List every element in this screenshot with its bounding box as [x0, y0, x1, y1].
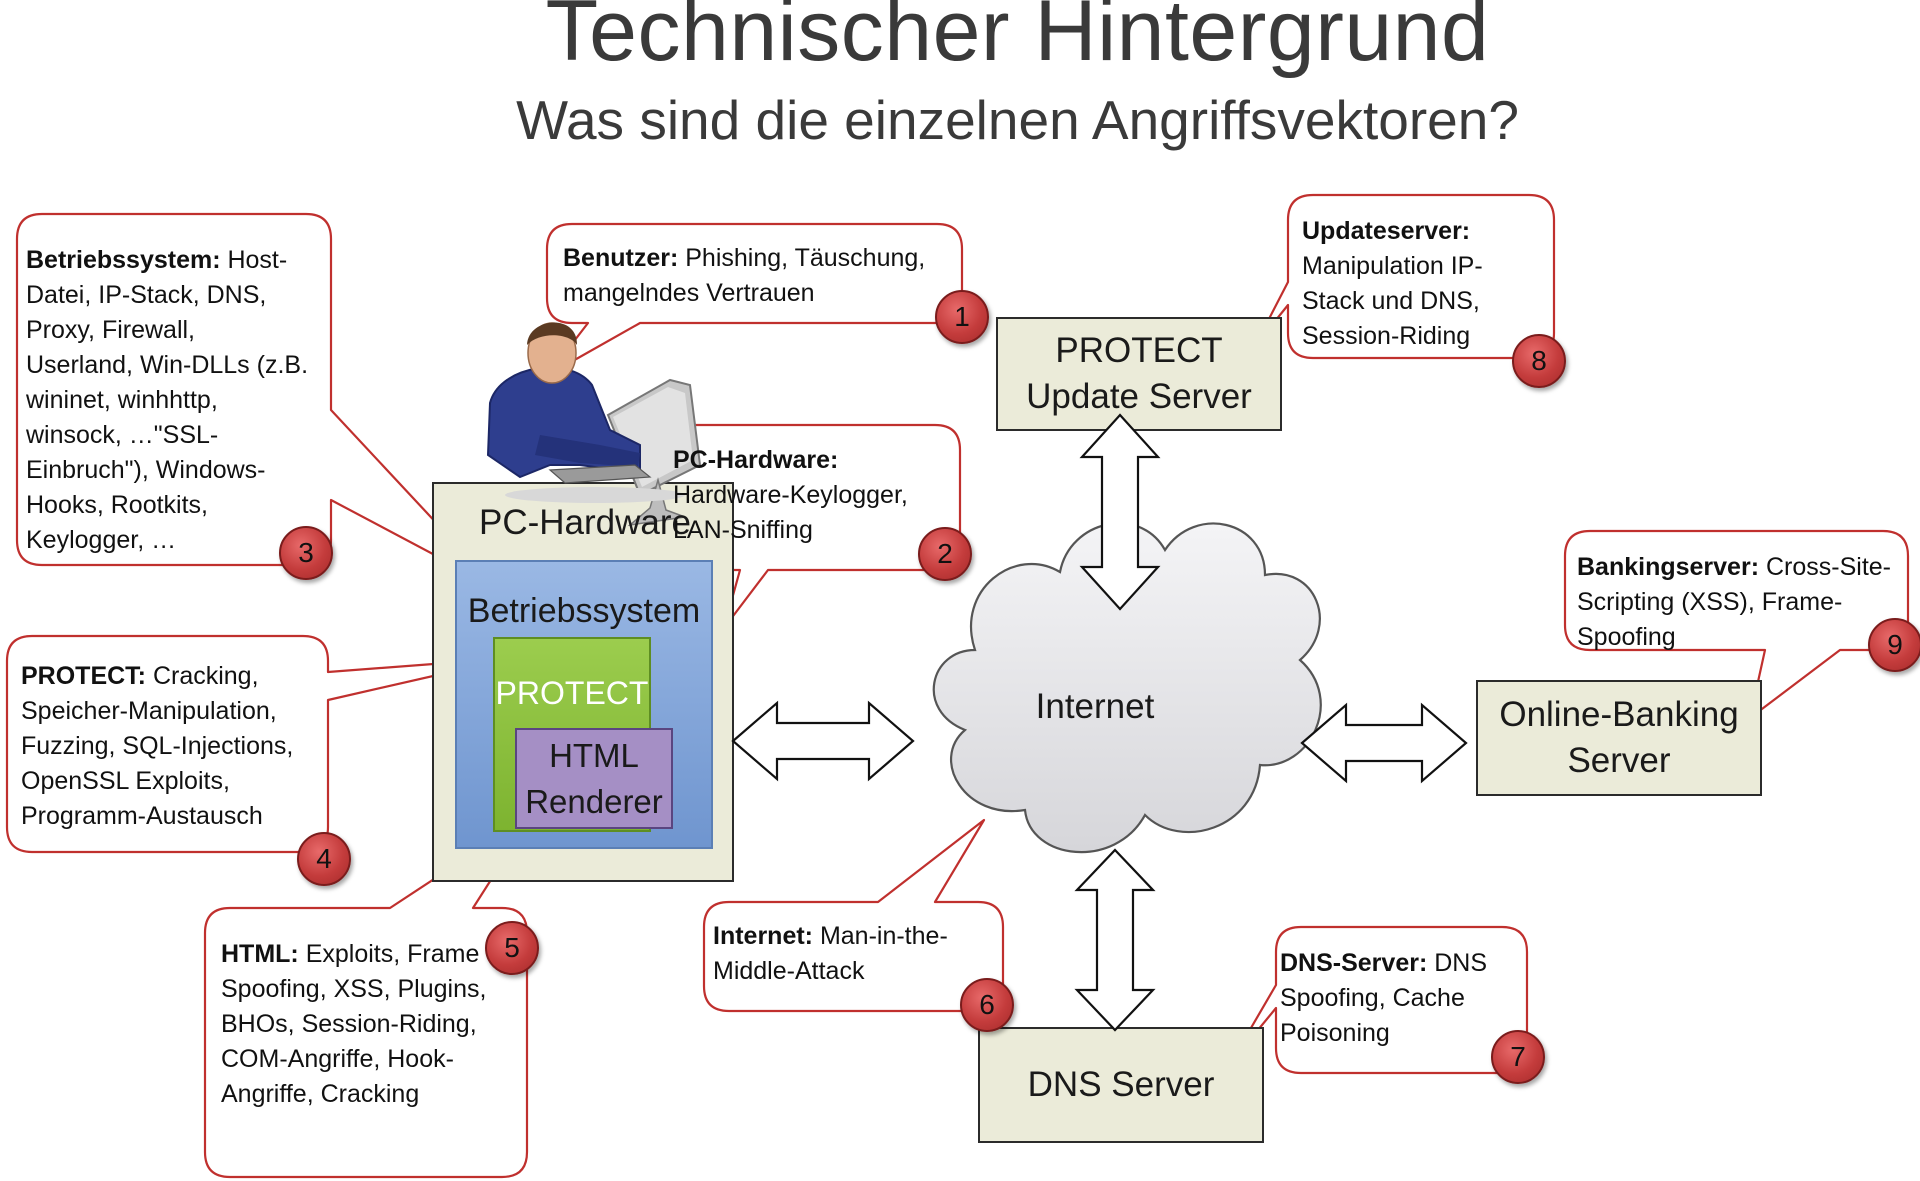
callout-line-7-3: Poisoning — [1280, 1019, 1390, 1047]
betriebssystem-label: Betriebssystem — [467, 591, 701, 630]
callout-line-8-3: Stack und DNS, — [1302, 287, 1480, 315]
callout-line-9-1: Cross-Site- — [1759, 553, 1891, 581]
callout-line-5-4: COM-Angriffe, Hook- — [221, 1045, 454, 1073]
callout-title-2: PC-Hardware: — [673, 446, 839, 474]
callout-balloon-1 — [545, 222, 964, 377]
callout-title-7: DNS-Server: — [1280, 949, 1428, 977]
callout-line-2-3: LAN-Sniffing — [673, 516, 813, 544]
html-renderer-label: HTML Renderer — [516, 731, 672, 827]
user-at-computer-icon — [486, 322, 702, 527]
connector-arrows — [731, 413, 1468, 1032]
page-title: Technischer Hintergrund — [545, 0, 1490, 79]
callout-badge-6: 6 — [960, 978, 1014, 1032]
callout-line-8-4: Session-Riding — [1302, 322, 1471, 350]
callout-balloon-7 — [1228, 925, 1529, 1075]
callout-line-2-2: Hardware-Keylogger, — [673, 481, 908, 509]
callout-line-8-2: Manipulation IP- — [1302, 252, 1483, 280]
callout-balloon-5 — [203, 812, 535, 1179]
callout-text-3: Betriebssystem: Host- Datei, IP-Stack, D… — [26, 243, 336, 558]
arrow-internet-dns — [1074, 848, 1156, 1032]
callout-title-6: Internet: — [713, 922, 813, 950]
callout-text-5: HTML: Exploits, Frame Spoofing, XSS, Plu… — [221, 937, 521, 1112]
callout-line-9-2: Scripting (XSS), Frame- — [1577, 588, 1843, 616]
protect-label: PROTECT — [495, 674, 649, 711]
callout-line-7-1: DNS — [1427, 949, 1488, 977]
page-subtitle: Was sind die einzelnen Angriffsvektoren? — [516, 89, 1519, 151]
callout-badge-2: 2 — [918, 527, 972, 581]
callout-line-4-5: Programm-Austausch — [21, 802, 263, 830]
html-renderer-box — [515, 728, 673, 829]
update-server-box — [996, 317, 1282, 431]
callout-badge-8: 8 — [1512, 334, 1566, 388]
pc-hardware-label: PC-Hardware — [479, 502, 691, 542]
callout-badge-9: 9 — [1868, 618, 1920, 672]
callout-title-8: Updateserver: — [1302, 217, 1471, 245]
banking-server-line2: Server — [1567, 741, 1671, 780]
callout-line-5-5: Angriffe, Cracking — [221, 1080, 420, 1108]
update-server-line1: PROTECT — [1055, 331, 1223, 370]
dns-server-box — [978, 1027, 1264, 1143]
callout-title-1: Benutzer: — [563, 244, 679, 272]
callout-line-5-2: Spoofing, XSS, Plugins, — [221, 975, 487, 1003]
callout-line-6-1: Man-in-the- — [813, 922, 948, 950]
callout-line-3-3: Proxy, Firewall, — [26, 316, 196, 344]
callout-line-3-7: Einbruch"), Windows- — [26, 456, 266, 484]
arrow-update-internet — [1079, 413, 1161, 611]
callout-line-1-2: mangelndes Vertrauen — [563, 279, 815, 307]
callout-text-6: Internet: Man-in-the- Middle-Attack — [713, 919, 1003, 989]
callout-line-1-1: Phishing, Täuschung, — [678, 244, 926, 272]
callout-line-3-9: Keylogger, … — [26, 526, 177, 554]
callout-text-7: DNS-Server: DNS Spoofing, Cache Poisonin… — [1280, 946, 1525, 1051]
callout-balloon-8 — [1253, 193, 1556, 360]
callout-title-5: HTML: — [221, 940, 299, 968]
callout-badge-4: 4 — [297, 832, 351, 886]
callout-line-3-4: Userland, Win-DLLs (z.B. — [26, 351, 309, 379]
callout-title-3: Betriebssystem: — [26, 246, 221, 274]
arrow-pc-internet — [731, 700, 915, 782]
callout-badge-5: 5 — [485, 921, 539, 975]
callout-line-3-1: Host- — [220, 246, 288, 274]
arrow-internet-banking — [1300, 702, 1468, 784]
banking-server-line1: Online-Banking — [1499, 695, 1739, 734]
callout-text-1: Benutzer: Phishing, Täuschung, mangelnde… — [563, 241, 963, 311]
callout-line-3-2: Datei, IP-Stack, DNS, — [26, 281, 267, 309]
callout-line-3-8: Hooks, Rootkits, — [26, 491, 209, 519]
html-renderer-line2: Renderer — [525, 783, 663, 820]
callout-title-9: Bankingserver: — [1577, 553, 1760, 581]
callout-text-8: Updateserver: Manipulation IP- Stack und… — [1302, 214, 1552, 354]
callout-line-7-2: Spoofing, Cache — [1280, 984, 1465, 1012]
callout-text-9: Bankingserver: Cross-Site- Scripting (XS… — [1577, 550, 1907, 655]
html-renderer-line1: HTML — [549, 737, 639, 774]
update-server-label: PROTECT Update Server — [997, 318, 1281, 430]
callout-line-6-2: Middle-Attack — [713, 957, 865, 985]
callout-balloon-9 — [1563, 529, 1910, 720]
internet-label: Internet — [1035, 686, 1155, 726]
callout-line-9-3: Spoofing — [1577, 623, 1676, 651]
callout-text-4: PROTECT: Cracking, Speicher-Manipulation… — [21, 659, 331, 834]
callout-line-3-6: winsock, …"SSL- — [26, 421, 219, 449]
callout-line-5-1: Exploits, Frame — [298, 940, 480, 968]
callout-line-4-3: Fuzzing, SQL-Injections, — [21, 732, 294, 760]
update-server-line2: Update Server — [1026, 377, 1252, 416]
callout-line-4-4: OpenSSL Exploits, — [21, 767, 230, 795]
callout-badge-1: 1 — [935, 290, 989, 344]
callout-line-4-2: Speicher-Manipulation, — [21, 697, 277, 725]
callout-title-4: PROTECT: — [21, 662, 146, 690]
callout-line-4-1: Cracking, — [146, 662, 259, 690]
callout-balloons — [5, 193, 1910, 1179]
banking-server-box — [1476, 680, 1762, 796]
callout-text-2: PC-Hardware: Hardware-Keylogger, LAN-Sni… — [673, 443, 963, 548]
callout-line-3-5: wininet, winhhttp, — [26, 386, 218, 414]
callout-badge-3: 3 — [279, 526, 333, 580]
callout-badge-7: 7 — [1491, 1030, 1545, 1084]
callout-line-5-3: BHOs, Session-Riding, — [221, 1010, 477, 1038]
dns-server-label: DNS Server — [1027, 1064, 1215, 1104]
